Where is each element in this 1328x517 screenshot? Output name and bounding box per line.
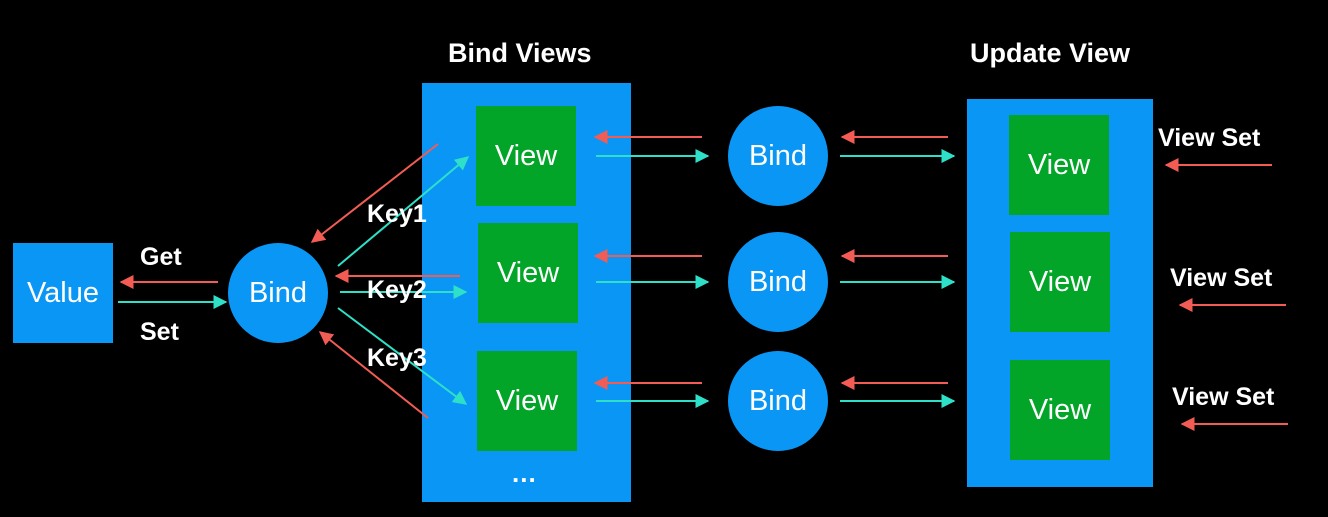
main-bind-label: Bind [248, 276, 308, 309]
get-label: Get [140, 243, 182, 271]
key3-label: Key3 [367, 344, 427, 372]
bind-views-title: Bind Views [448, 38, 592, 68]
bind-circle-label-3: Bind [748, 384, 808, 417]
update-view-title: Update View [970, 38, 1131, 68]
bind-view-box-2: View [478, 223, 578, 323]
more-views-ellipsis: ... [512, 458, 537, 488]
bind-view-box-1: View [476, 106, 576, 206]
bind-view-label-1: View [494, 139, 558, 172]
bind-circle-2: Bind [728, 232, 828, 332]
update-view-box-3: View [1010, 360, 1110, 460]
value-label: Value [26, 276, 100, 309]
bind-circle-label-2: Bind [748, 265, 808, 298]
bind-circle-1: Bind [728, 106, 828, 206]
key1-set-arrow [337, 156, 470, 267]
main-bind-circle: Bind [228, 243, 328, 343]
bind-circle-label-1: Bind [748, 139, 808, 172]
view-set-label-1: View Set [1158, 124, 1261, 152]
key1-label: Key1 [367, 200, 427, 228]
bind-view-label-3: View [495, 384, 559, 417]
update-view-label-2: View [1028, 265, 1092, 298]
update-view-box-2: View [1010, 232, 1110, 332]
bind-view-box-3: View [477, 351, 577, 451]
bind-circle-3: Bind [728, 351, 828, 451]
update-view-label-3: View [1028, 393, 1092, 426]
update-view-label-1: View [1027, 148, 1091, 181]
key3-set-arrow [337, 307, 468, 405]
view-set-label-3: View Set [1172, 383, 1275, 411]
set-label: Set [140, 318, 179, 346]
key1-get-arrow [310, 143, 439, 243]
key3-get-arrow [318, 331, 429, 419]
value-box: Value [13, 243, 113, 343]
view-set-label-2: View Set [1170, 264, 1273, 292]
update-view-box-1: View [1009, 115, 1109, 215]
key2-label: Key2 [367, 276, 427, 304]
bind-view-label-2: View [496, 256, 560, 289]
